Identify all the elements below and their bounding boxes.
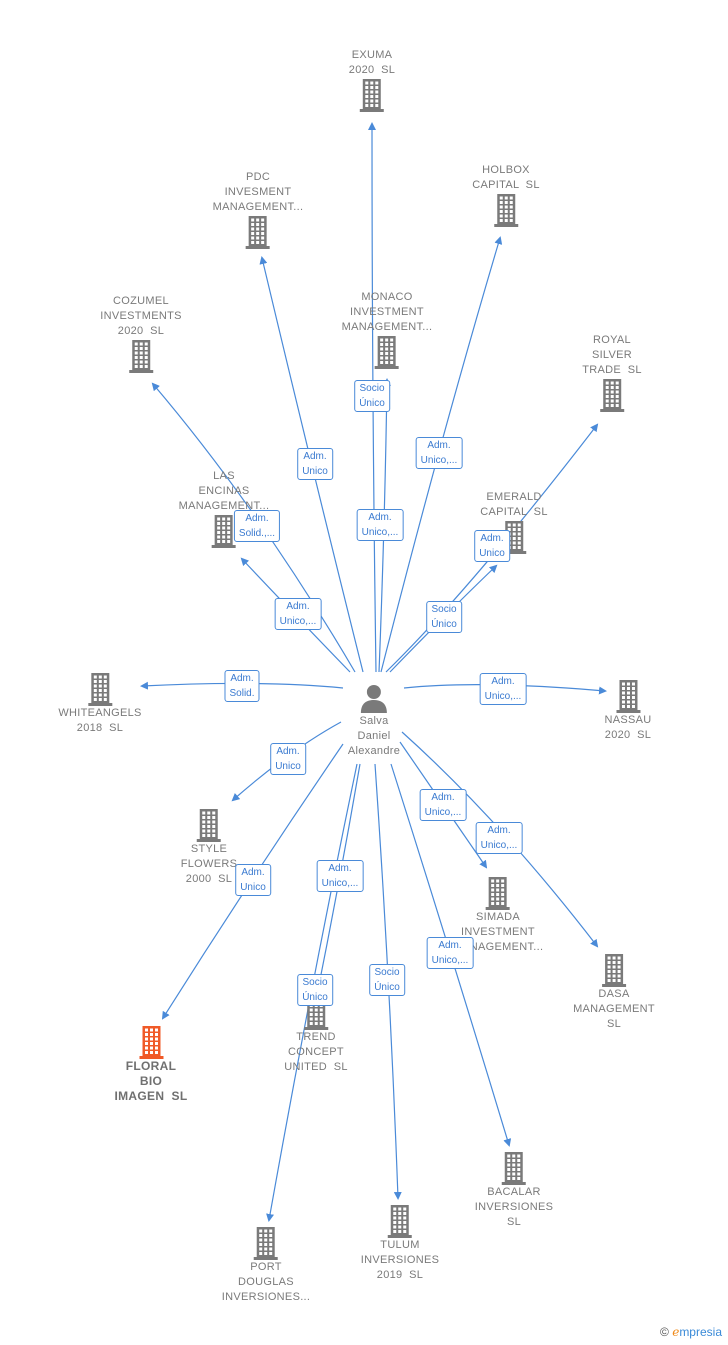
company-name: EMERALD CAPITAL SL <box>480 491 548 518</box>
company-name: HOLBOX CAPITAL SL <box>472 164 540 191</box>
building-icon <box>360 79 384 112</box>
copyright-symbol: © <box>660 1325 669 1339</box>
building-icon <box>494 194 518 227</box>
company-name: WHITEANGELS 2018 SL <box>58 707 142 734</box>
relation-label-whiteangels[interactable]: Adm. Solid. <box>224 670 260 702</box>
relation-label-monaco[interactable]: Adm. Unico,... <box>356 509 404 541</box>
relation-label-dasa[interactable]: Adm. Unico,... <box>475 822 523 854</box>
company-name: ROYAL SILVER TRADE SL <box>582 334 642 376</box>
company-node-cozumel[interactable]: COZUMEL INVESTMENTS 2020 SL <box>100 294 182 373</box>
logo-initial: e <box>672 1325 680 1339</box>
building-icon <box>486 877 510 910</box>
relation-label-floral[interactable]: Adm. Unico <box>235 864 271 896</box>
relation-label-bacalar[interactable]: Adm. Unico,... <box>426 937 474 969</box>
company-name: TULUM INVERSIONES 2019 SL <box>360 1239 440 1281</box>
company-node-portdouglas[interactable]: PORT DOUGLAS INVERSIONES... <box>222 1226 311 1305</box>
company-name: SIMADA INVESTMENT MANAGEMENT... <box>452 911 544 953</box>
company-node-tulum[interactable]: TULUM INVERSIONES 2019 SL <box>361 1204 440 1283</box>
relation-label-portdouglas[interactable]: Socio Único <box>297 974 333 1006</box>
company-name: PORT DOUGLAS INVERSIONES... <box>221 1261 311 1303</box>
company-name: EXUMA 2020 SL <box>348 49 396 76</box>
person-name: Salva Daniel Alexandre <box>347 715 401 757</box>
company-node-floral[interactable]: FLORAL BIO IMAGEN SL <box>114 1025 187 1104</box>
person-icon <box>360 685 387 713</box>
company-name: FLORAL BIO IMAGEN SL <box>114 1059 188 1103</box>
building-icon <box>600 379 624 412</box>
building-icon <box>254 1227 278 1260</box>
empresia-logo[interactable]: © empresia <box>660 1325 722 1339</box>
company-node-simada[interactable]: SIMADA INVESTMENT MANAGEMENT... <box>453 876 544 955</box>
company-name: DASA MANAGEMENT SL <box>573 988 655 1030</box>
building-icon <box>502 1152 526 1185</box>
building-icon <box>615 680 640 713</box>
relation-label-pdc[interactable]: Adm. Unico <box>297 448 333 480</box>
building-icon <box>602 954 626 987</box>
edge-royal <box>385 423 599 673</box>
company-name: BACALAR INVERSIONES SL <box>474 1186 554 1228</box>
relation-label-simada[interactable]: Adm. Unico,... <box>419 789 467 821</box>
relation-label-style[interactable]: Adm. Unico <box>270 743 306 775</box>
relation-label-lasencinas[interactable]: Adm. Unico,... <box>274 598 322 630</box>
company-name: NASSAU 2020 SL <box>604 714 652 741</box>
company-name: TREND CONCEPT UNITED SL <box>284 1031 348 1073</box>
company-name: LAS ENCINAS MANAGEMENT... <box>178 470 270 512</box>
company-node-pdc[interactable]: PDC INVESMENT MANAGEMENT... <box>213 170 304 249</box>
person-node[interactable]: Salva Daniel Alexandre <box>348 682 400 759</box>
relation-label-tulum[interactable]: Socio Único <box>369 964 405 996</box>
relation-label-cozumel[interactable]: Adm. Solid.,... <box>233 510 281 542</box>
company-name: PDC INVESMENT MANAGEMENT... <box>212 171 304 213</box>
company-node-style[interactable]: STYLE FLOWERS 2000 SL <box>181 808 238 887</box>
company-node-dasa[interactable]: DASA MANAGEMENT SL <box>573 953 655 1032</box>
company-node-monaco[interactable]: MONACO INVESTMENT MANAGEMENT... <box>342 290 433 369</box>
relation-label-exuma[interactable]: Socio Único <box>354 380 390 412</box>
logo-text: mpresia <box>679 1325 722 1339</box>
building-icon <box>88 673 112 706</box>
building-icon <box>197 809 221 842</box>
company-node-nassau[interactable]: NASSAU 2020 SL <box>604 679 651 743</box>
relation-label-holbox[interactable]: Adm. Unico,... <box>415 437 463 469</box>
relation-label-nassau[interactable]: Adm. Unico,... <box>479 673 527 705</box>
building-icon <box>129 340 153 373</box>
building-icon <box>246 216 270 249</box>
company-name: STYLE FLOWERS 2000 SL <box>180 843 238 885</box>
relation-label-emerald[interactable]: Adm. Unico <box>474 530 510 562</box>
building-icon <box>375 336 399 369</box>
building-icon <box>212 515 236 548</box>
company-name: MONACO INVESTMENT MANAGEMENT... <box>341 291 433 333</box>
building-icon <box>388 1205 412 1238</box>
company-node-exuma[interactable]: EXUMA 2020 SL <box>349 48 395 112</box>
building-icon <box>138 1026 163 1059</box>
company-node-trend[interactable]: TREND CONCEPT UNITED SL <box>284 996 348 1075</box>
company-name: COZUMEL INVESTMENTS 2020 SL <box>100 295 182 337</box>
relation-label-trend[interactable]: Adm. Unico,... <box>316 860 364 892</box>
relation-label-royal[interactable]: Socio Único <box>426 601 462 633</box>
company-node-royal[interactable]: ROYAL SILVER TRADE SL <box>582 333 642 412</box>
company-node-lasencinas[interactable]: LAS ENCINAS MANAGEMENT... <box>179 469 270 548</box>
company-node-whiteangels[interactable]: WHITEANGELS 2018 SL <box>58 672 141 736</box>
company-node-holbox[interactable]: HOLBOX CAPITAL SL <box>472 163 540 227</box>
company-node-bacalar[interactable]: BACALAR INVERSIONES SL <box>475 1151 554 1230</box>
company-node-emerald[interactable]: EMERALD CAPITAL SL <box>480 490 548 554</box>
